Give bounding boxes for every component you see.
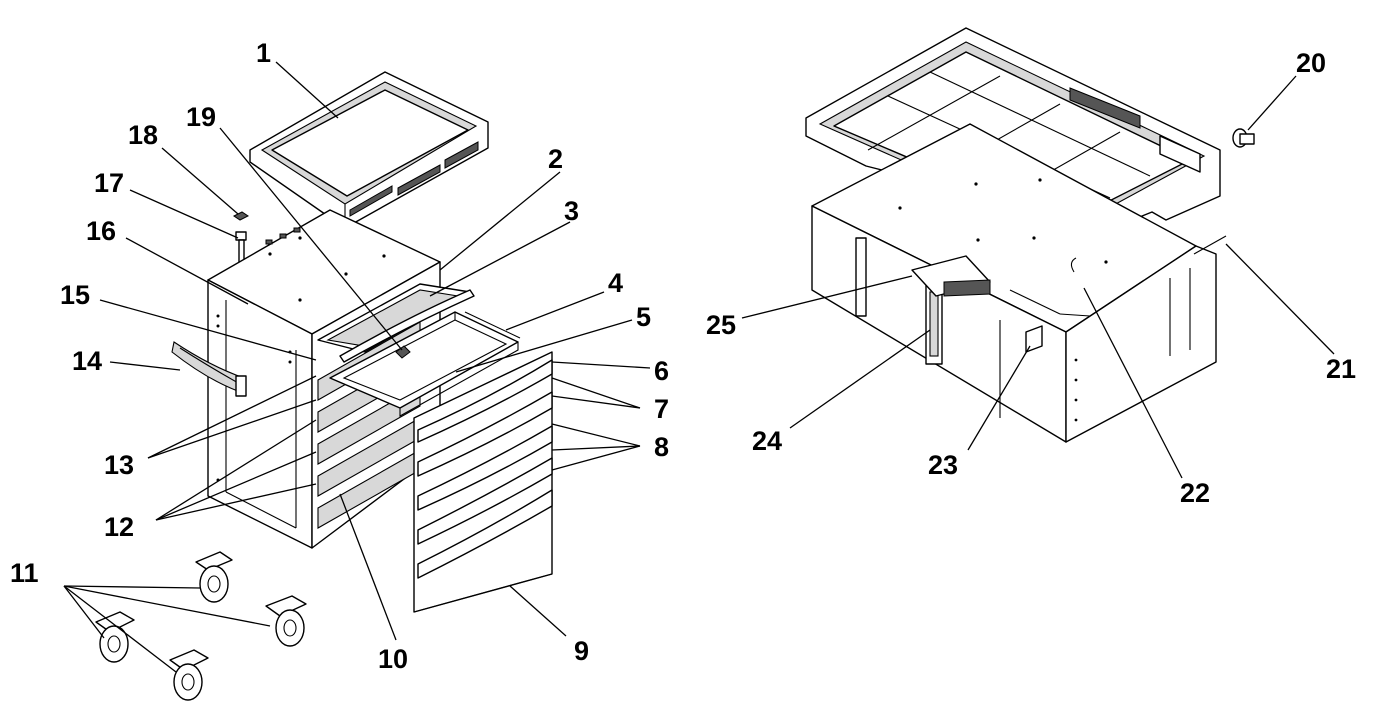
caster	[169, 649, 209, 701]
callout-14: 14	[72, 346, 102, 376]
part-5-tray	[329, 311, 521, 417]
callout-24: 24	[752, 426, 782, 456]
callout-1: 1	[256, 38, 271, 68]
callout-4: 4	[608, 268, 623, 298]
callout-8: 8	[654, 432, 669, 462]
part-3-top-drawer	[317, 283, 475, 363]
callout-16: 16	[86, 216, 116, 246]
part-11-casters	[95, 551, 307, 701]
callout-20: 20	[1296, 48, 1326, 78]
callout-labels: 1 2 3 4 5 6 7 8 9 10 11 12 13 14 15 16 1…	[10, 38, 1356, 674]
drawer-front	[417, 359, 553, 579]
part-1-lid	[249, 71, 489, 229]
callout-17: 17	[94, 168, 124, 198]
right-cabinet-box	[811, 123, 1227, 443]
part-14-side-handle	[171, 341, 247, 397]
callout-11: 11	[10, 558, 39, 588]
part-20-knob	[1232, 128, 1255, 148]
callout-2: 2	[548, 144, 563, 174]
callout-12: 12	[104, 512, 134, 542]
part-18-clip	[233, 211, 249, 221]
callout-10: 10	[378, 644, 408, 674]
drawer-fronts-stack	[413, 351, 553, 613]
callout-25: 25	[706, 310, 736, 340]
callout-18: 18	[128, 120, 158, 150]
callout-21: 21	[1326, 354, 1356, 384]
callout-15: 15	[60, 280, 90, 310]
callout-19: 19	[186, 102, 216, 132]
callout-3: 3	[564, 196, 579, 226]
part-19-screw	[395, 345, 411, 359]
caster	[95, 611, 135, 663]
right-assembly	[805, 27, 1255, 443]
callout-6: 6	[654, 356, 669, 386]
callout-5: 5	[636, 302, 651, 332]
callout-7: 7	[654, 394, 669, 424]
callout-23: 23	[928, 450, 958, 480]
right-top-tray	[805, 27, 1221, 233]
callout-9: 9	[574, 636, 589, 666]
caster	[195, 551, 233, 603]
callout-22: 22	[1180, 478, 1210, 508]
callout-13: 13	[104, 450, 134, 480]
caster	[265, 595, 307, 647]
leader-lines	[63, 61, 1335, 673]
